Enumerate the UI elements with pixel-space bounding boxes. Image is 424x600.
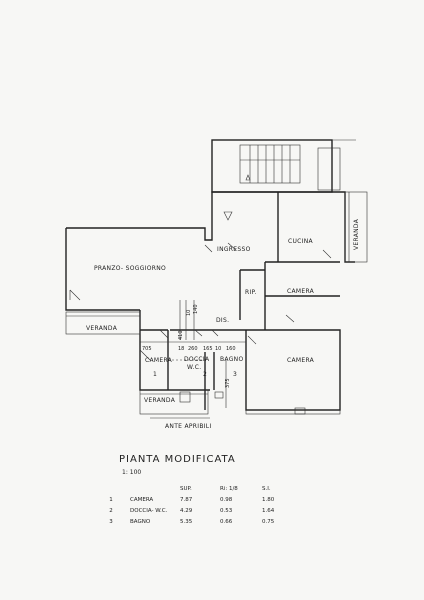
room-label-veranda-right: VERANDA <box>353 218 360 250</box>
room-label-dis: DIS. <box>216 317 229 324</box>
dim-410: 410 <box>178 330 184 340</box>
plan-title: PIANTA MODIFICATA <box>119 454 236 465</box>
room-label-rip: RIP. <box>245 289 257 296</box>
room-label-camera-right-bottom: CAMERA <box>287 357 315 364</box>
doors <box>69 211 332 361</box>
dim-140: 140 <box>193 304 199 314</box>
room-label-doccia: DOCCIA <box>184 356 210 363</box>
room-label-camera-1: CAMERA <box>145 357 173 364</box>
row-si: 1.64 <box>262 507 275 514</box>
row-sup: 5.35 <box>180 518 193 525</box>
row-number: 2 <box>109 507 113 514</box>
row-sup: 4.29 <box>180 507 193 514</box>
table-header-row: SUP. Ri: 1/8 S.I. <box>92 484 302 494</box>
dimension-lines <box>140 300 246 408</box>
dim-160: 160 <box>226 346 236 352</box>
dim-10-b: 10 <box>186 310 192 316</box>
ante-apribili-label: ANTE APRIBILI <box>165 423 212 430</box>
room-label-pranzo-soggiorno: PRANZO- SOGGIORNO <box>94 265 166 272</box>
dim-260: 260 <box>188 346 198 352</box>
room-label-wc: W.C. <box>187 364 201 371</box>
dim-165: 165 <box>203 346 213 352</box>
stairwell <box>211 139 356 193</box>
row-ri: 0.66 <box>220 518 233 525</box>
table-row: 2 DOCCIA- W.C. 4.29 0.53 1.64 <box>92 505 302 516</box>
row-ri: 0.98 <box>220 496 233 503</box>
row-si: 1.80 <box>262 496 275 503</box>
room-label-veranda-left: VERANDA <box>86 325 118 332</box>
dim-375: 375 <box>225 378 231 388</box>
row-si: 0.75 <box>262 518 275 525</box>
dim-705: 705 <box>142 346 152 352</box>
room-number-1: 1 <box>153 371 157 378</box>
room-label-camera-right-top: CAMERA <box>287 288 315 295</box>
row-room-name: CAMERA <box>130 496 154 503</box>
row-number: 1 <box>109 496 113 503</box>
table-row: 1 CAMERA 7.87 0.98 1.80 <box>92 494 302 505</box>
verandas <box>65 191 368 415</box>
outer-walls <box>65 191 355 411</box>
row-number: 3 <box>109 518 113 525</box>
dim-18: 18 <box>178 346 184 352</box>
table-row: 3 BAGNO 5.35 0.66 0.75 <box>92 516 302 527</box>
row-room-name: DOCCIA- W.C. <box>130 507 168 514</box>
plan-scale: 1: 100 <box>122 469 142 476</box>
fixtures <box>150 359 306 419</box>
room-number-2: 2 <box>203 371 207 378</box>
room-label-bagno: BAGNO <box>220 356 243 363</box>
row-room-name: BAGNO <box>130 518 151 525</box>
room-label-veranda-bottom: VERANDA <box>144 397 176 404</box>
room-label-cucina: CUCINA <box>288 238 314 245</box>
header-sup: SUP. <box>180 486 192 492</box>
row-ri: 0.53 <box>220 507 233 514</box>
room-number-3: 3 <box>233 371 237 378</box>
dim-10-a: 10 <box>215 346 221 352</box>
row-sup: 7.87 <box>180 496 193 503</box>
room-areas-table: SUP. Ri: 1/8 S.I. 1 CAMERA 7.87 0.98 1.8… <box>92 484 302 527</box>
header-si: S.I. <box>262 486 271 492</box>
header-ri: Ri: 1/8 <box>220 486 238 492</box>
room-label-ingresso: INGRESSO <box>217 246 251 253</box>
